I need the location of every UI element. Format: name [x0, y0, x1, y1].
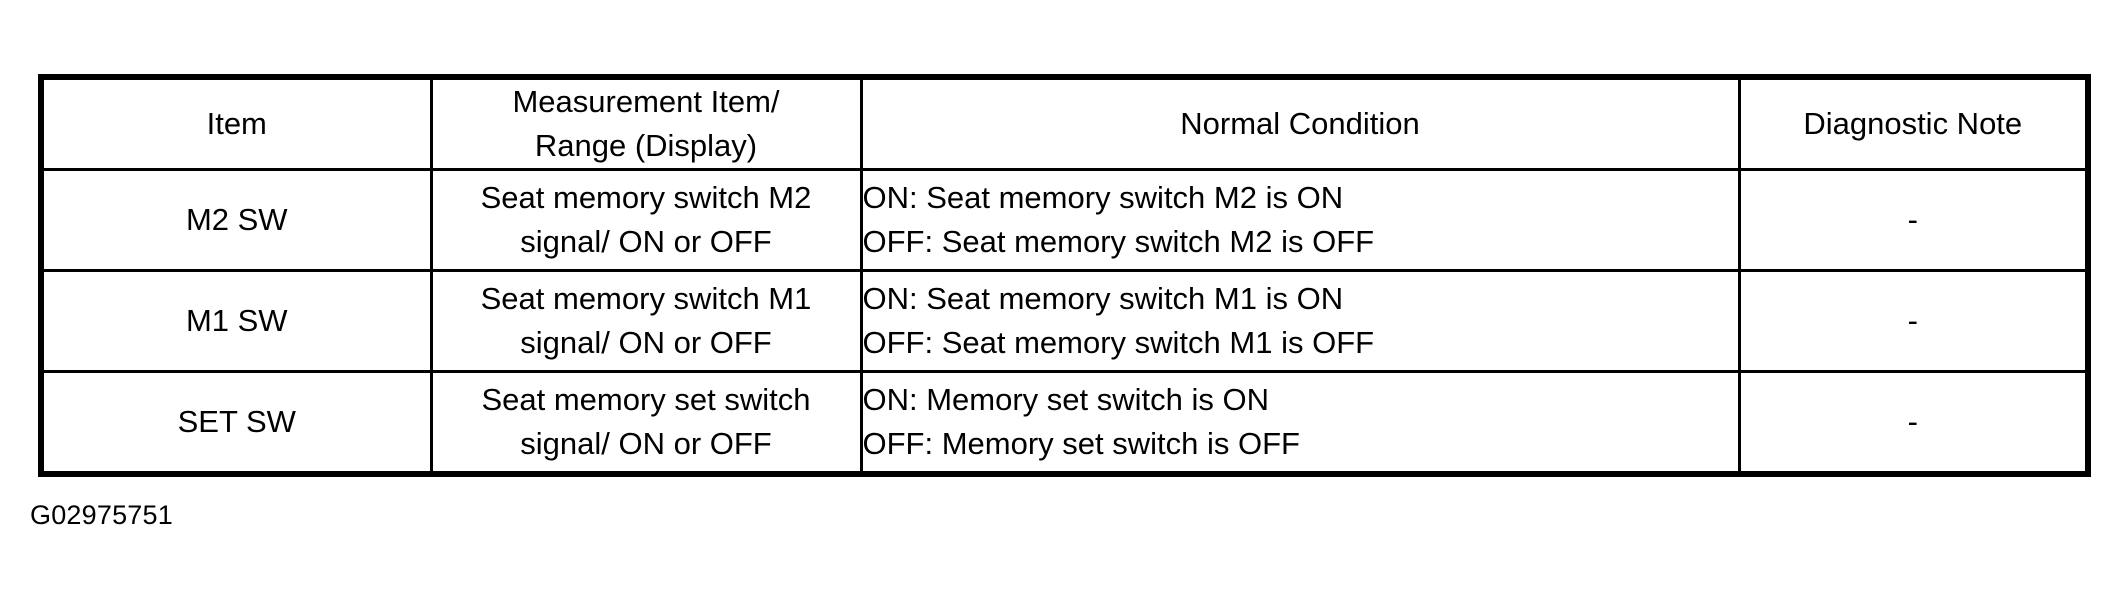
data-list-table: Item Measurement Item/ Range (Display) N…: [38, 74, 2091, 478]
cell-item: M1 SW: [38, 269, 433, 374]
column-header-diagnostic-note-line1: Diagnostic Note: [1803, 106, 2023, 141]
table-row: SET SW Seat memory set switch signal/ ON…: [38, 370, 2091, 478]
cell-diagnostic-note: -: [1737, 269, 2091, 374]
cell-item-text: SET SW: [177, 404, 296, 440]
cell-normal-condition: ON: Seat memory switch M1 is ON OFF: Sea…: [859, 269, 1741, 374]
column-header-diagnostic-note: Diagnostic Note: [1737, 74, 2091, 172]
cell-diagnostic-note-text: -: [1907, 202, 1918, 238]
column-header-measurement: Measurement Item/ Range (Display): [429, 74, 863, 172]
column-header-normal-condition: Normal Condition: [859, 74, 1741, 172]
table-row: M2 SW Seat memory switch M2 signal/ ON o…: [38, 168, 2091, 273]
table-header-row: Item Measurement Item/ Range (Display) N…: [38, 74, 2091, 172]
cell-normal-condition-line1: ON: Memory set switch is ON: [862, 382, 1270, 418]
column-header-normal-condition-line1: Normal Condition: [1180, 106, 1420, 141]
column-header-measurement-line2: Range (Display): [534, 128, 758, 164]
cell-normal-condition: ON: Seat memory switch M2 is ON OFF: Sea…: [859, 168, 1741, 273]
cell-measurement-line2: signal/ ON or OFF: [520, 224, 772, 260]
cell-measurement-line2: signal/ ON or OFF: [520, 325, 772, 361]
column-header-item-line1: Item: [206, 106, 267, 141]
cell-measurement-line1: Seat memory switch M1: [480, 281, 812, 317]
cell-item: SET SW: [38, 370, 433, 478]
cell-normal-condition-line2: OFF: Seat memory switch M2 is OFF: [862, 224, 1375, 260]
cell-item-text: M2 SW: [185, 202, 288, 238]
cell-measurement: Seat memory set switch signal/ ON or OFF: [429, 370, 863, 478]
cell-diagnostic-note: -: [1737, 370, 2091, 478]
cell-normal-condition-line1: ON: Seat memory switch M1 is ON: [862, 281, 1344, 317]
column-header-measurement-line1: Measurement Item/: [512, 84, 780, 119]
column-header-item: Item: [38, 74, 433, 172]
data-list-table-container: Item Measurement Item/ Range (Display) N…: [38, 74, 2091, 478]
cell-measurement: Seat memory switch M1 signal/ ON or OFF: [429, 269, 863, 374]
cell-item: M2 SW: [38, 168, 433, 273]
cell-diagnostic-note-text: -: [1907, 303, 1918, 339]
cell-diagnostic-note-text: -: [1907, 404, 1918, 440]
table-row: M1 SW Seat memory switch M1 signal/ ON o…: [38, 269, 2091, 374]
figure-caption: G02975751: [30, 500, 173, 530]
cell-normal-condition-line1: ON: Seat memory switch M2 is ON: [862, 180, 1344, 216]
cell-normal-condition-line2: OFF: Seat memory switch M1 is OFF: [862, 325, 1375, 361]
cell-measurement-line1: Seat memory set switch: [481, 382, 811, 418]
cell-measurement-line2: signal/ ON or OFF: [520, 426, 772, 462]
cell-normal-condition-line2: OFF: Memory set switch is OFF: [862, 426, 1300, 462]
cell-measurement: Seat memory switch M2 signal/ ON or OFF: [429, 168, 863, 273]
cell-item-text: M1 SW: [185, 303, 288, 339]
cell-diagnostic-note: -: [1737, 168, 2091, 273]
cell-measurement-line1: Seat memory switch M2: [480, 180, 812, 216]
cell-normal-condition: ON: Memory set switch is ON OFF: Memory …: [859, 370, 1741, 478]
